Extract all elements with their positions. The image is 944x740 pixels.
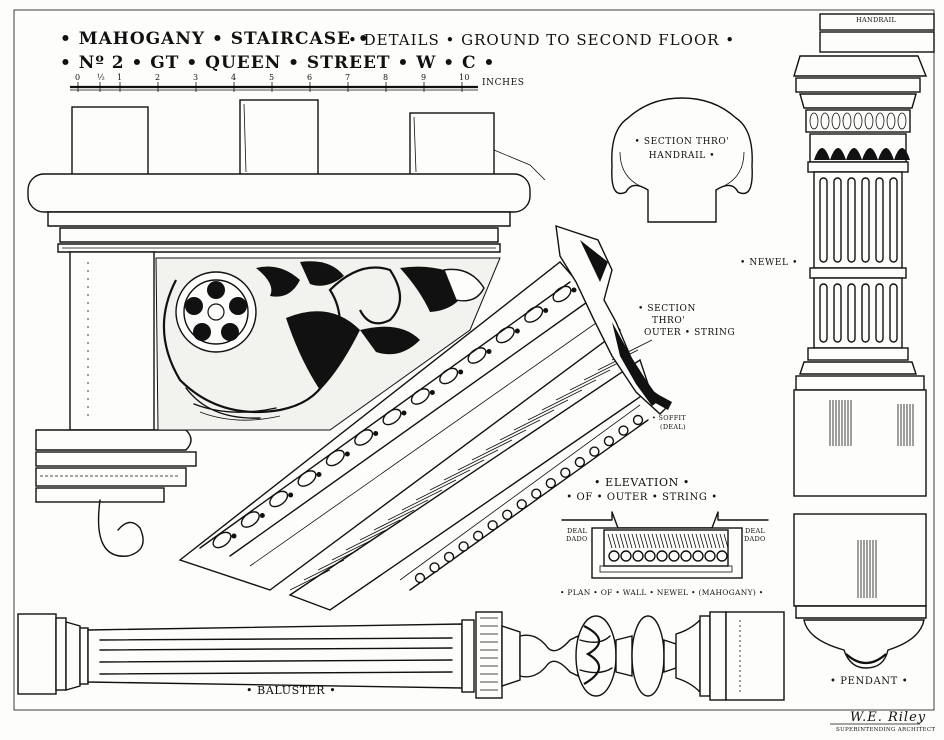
scale-bar [70, 82, 478, 92]
section-string-label-3: OUTER • STRING [644, 328, 736, 338]
soffit-label-1: • SOFFIT [652, 414, 687, 422]
lower-newel-post [69, 251, 155, 431]
scale-tick-label: 7 [345, 73, 351, 82]
section-string-label-1: • SECTION [638, 304, 697, 314]
handrail-horizontal [27, 173, 531, 213]
sheet-frame [13, 9, 935, 711]
scale-tick-label: 8 [383, 73, 389, 82]
plan-wall-newel [561, 511, 769, 579]
elevation-label-1: • ELEVATION • [594, 476, 690, 489]
scale-tick-label: 0 [75, 73, 81, 82]
scale-tick-label: 9 [421, 73, 427, 82]
pendant-label: • PENDANT • [830, 676, 909, 687]
section-handrail-label-2: HANDRAIL • [648, 151, 716, 161]
plan-wall-newel-label: • PLAN • OF • WALL • NEWEL • (MAHOGANY) … [560, 588, 764, 597]
upright-block-3 [409, 112, 495, 176]
scale-tick-label: 6 [307, 73, 313, 82]
scale-tick-label: 5 [269, 73, 275, 82]
scale-tick-label: 10 [459, 73, 470, 82]
signature-role: SUPERINTENDING ARCHITECT [836, 727, 936, 733]
deal-dado-left-1: DEAL [567, 527, 588, 535]
section-string-label-2: THRO' [652, 316, 686, 326]
section-handrail-label-1: • SECTION THRO' [634, 137, 730, 147]
elevation-label-2: • OF • OUTER • STRING • [566, 492, 718, 503]
deal-dado-left-2: DADO [566, 535, 588, 543]
scale-tick-label: 1 [117, 73, 123, 82]
scale-tick-label: 4 [231, 73, 237, 82]
carved-scroll-bracket [155, 257, 501, 431]
scale-tick-label: ½ [97, 73, 106, 82]
newel-label: • NEWEL • [740, 258, 798, 268]
baluster-label: • BALUSTER • [246, 684, 337, 697]
baluster-elevation [17, 611, 785, 701]
scale-tick-label: 2 [155, 73, 161, 82]
section-outer-string [555, 224, 672, 415]
title-detail: • DETAILS • GROUND TO SECOND FLOOR • [348, 31, 736, 49]
upright-block-2 [239, 99, 319, 176]
scale-tick-label: 3 [193, 73, 199, 82]
newel-post-elevation [793, 13, 935, 669]
scale-unit: INCHES [482, 78, 525, 88]
handrail-label: HANDRAIL [856, 16, 897, 24]
handrail-section [611, 97, 753, 223]
title-line-2: • Nº 2 • GT • QUEEN • STREET • W • C • [60, 53, 496, 73]
soffit-label-2: (DEAL) [660, 423, 686, 431]
upright-block-1 [71, 106, 149, 176]
deal-dado-right-2: DADO [744, 535, 766, 543]
outer-string [178, 261, 653, 611]
stair-elevation-detail [27, 99, 672, 611]
architect-signature: W.E. Riley [850, 710, 927, 725]
title-line-1: • MAHOGANY • STAIRCASE • [60, 29, 370, 49]
deal-dado-right-1: DEAL [745, 527, 766, 535]
